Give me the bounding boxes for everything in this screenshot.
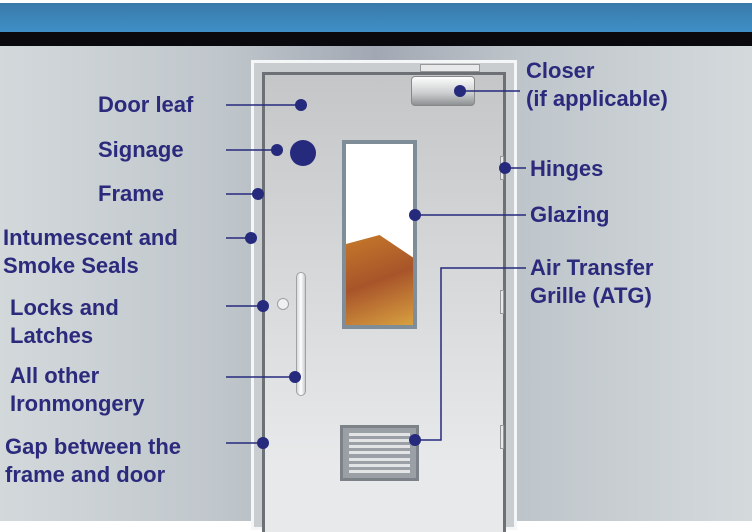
label-line: Air Transfer [530, 255, 654, 280]
label-line: frame and door [5, 462, 166, 487]
marker-dot [295, 99, 307, 111]
fire-door-sign-icon [290, 140, 316, 166]
marker-dot [257, 437, 269, 449]
marker-dot [409, 209, 421, 221]
label-line: Ironmongery [10, 391, 145, 416]
marker-dot [271, 144, 283, 156]
label-glazing: Glazing [530, 202, 610, 227]
label-line: All other [10, 363, 100, 388]
header-bar [0, 3, 752, 32]
label-signage: Signage [98, 137, 184, 162]
label-closer: Closer (if applicable) [526, 57, 668, 113]
closer-arm [420, 64, 480, 72]
label-frame: Frame [98, 181, 165, 206]
marker-dot [409, 434, 421, 446]
pull-handle [296, 272, 306, 396]
label-line: Locks and [10, 295, 119, 320]
label-line: (if applicable) [526, 86, 668, 111]
label-line: Closer [526, 58, 595, 83]
leader-lines [226, 85, 526, 449]
marker-dot [245, 232, 257, 244]
leader-atg [415, 267, 526, 441]
marker-dot [499, 162, 511, 174]
label-gap: Gap between the frame and door [5, 433, 181, 489]
air-transfer-grille [340, 425, 419, 481]
marker-dot [289, 371, 301, 383]
lock-knob [277, 298, 289, 310]
marker-dot [252, 188, 264, 200]
glazing-panel [342, 140, 417, 329]
label-line: Latches [10, 323, 94, 348]
label-line: Smoke Seals [3, 253, 139, 278]
label-line: Grille (ATG) [530, 283, 652, 308]
header-stripe [0, 32, 752, 46]
marker-dot [454, 85, 466, 97]
hinge [500, 290, 504, 314]
label-line: Intumescent and [3, 225, 178, 250]
hinge [500, 425, 504, 449]
label-hinges: Hinges [530, 156, 604, 181]
marker-dot [257, 300, 269, 312]
label-door-leaf: Door leaf [98, 92, 194, 117]
label-line: Gap between the [5, 434, 182, 459]
